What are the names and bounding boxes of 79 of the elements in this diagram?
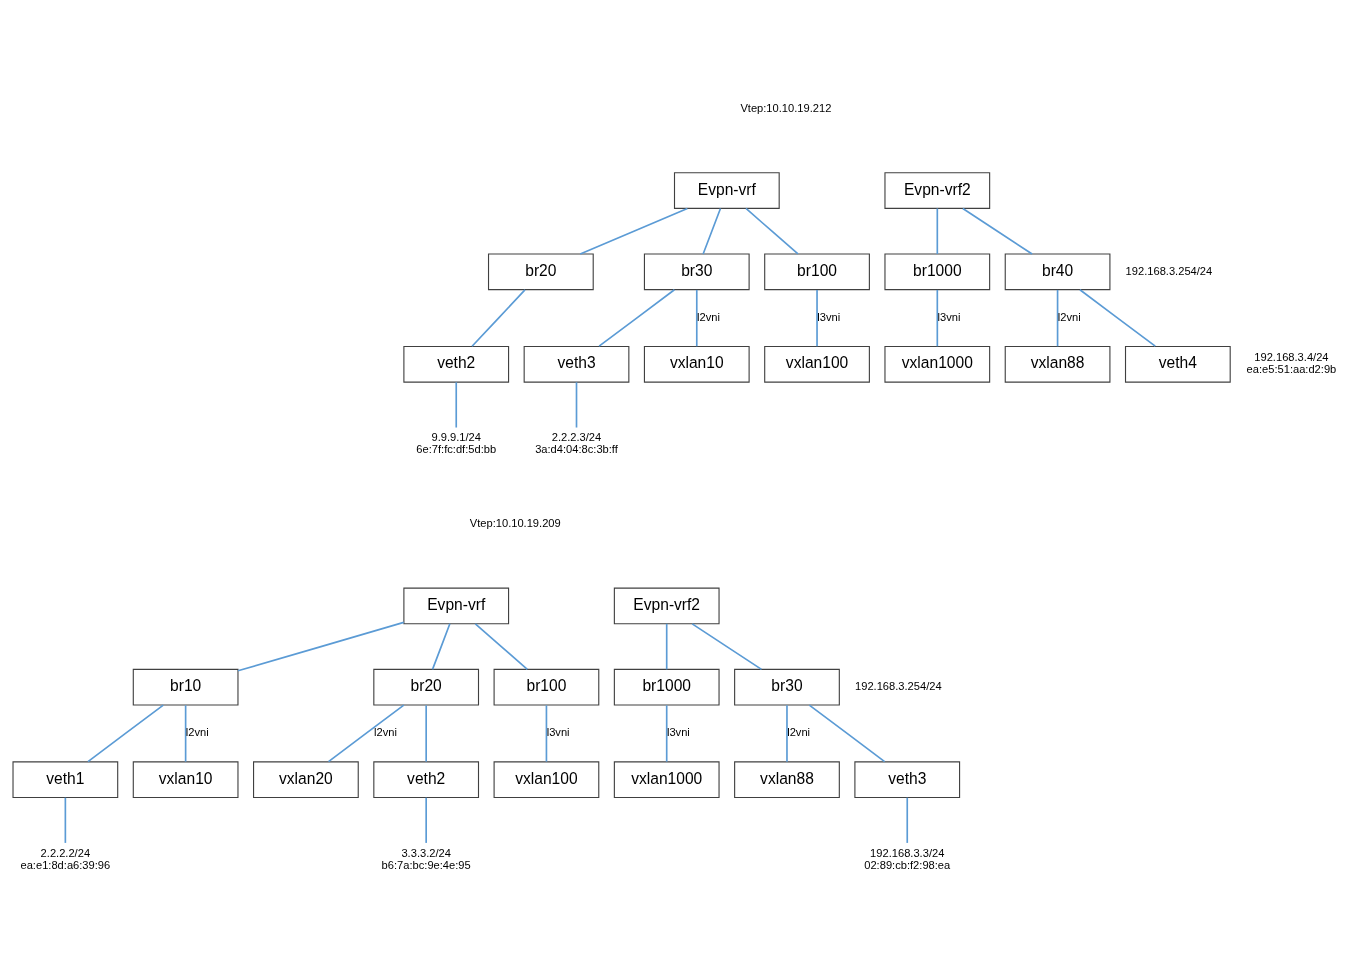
edge-label: l2vni <box>787 726 811 739</box>
connector <box>455 381 458 429</box>
edge-label: l3vni <box>937 310 961 323</box>
edge-label: l3vni <box>817 310 841 323</box>
node-box: br30 <box>734 668 840 706</box>
edge-label: l2vni <box>697 310 720 323</box>
connector <box>691 623 763 671</box>
node-box: veth2 <box>403 345 510 383</box>
node-box: br100 <box>493 668 600 706</box>
connector <box>425 704 427 763</box>
node-box: br10 <box>132 668 239 706</box>
node-box: veth3 <box>854 761 961 799</box>
connector <box>1056 289 1059 348</box>
node-text: 9.9.9.1/24 6e:7f:fc:df:5d:bb <box>416 431 497 456</box>
connector <box>665 623 668 671</box>
connector <box>936 289 939 348</box>
edge-label: l2vni <box>374 726 397 739</box>
node-box: vxlan10 <box>132 761 239 799</box>
node-box: br100 <box>764 253 870 291</box>
connector <box>598 288 676 348</box>
label: Vtep:10.10.19.209 <box>469 517 561 530</box>
node-label: 192.168.3.254/24 <box>1125 264 1213 277</box>
node-box: veth4 <box>1124 345 1231 383</box>
node-box: vxlan1000 <box>884 345 991 383</box>
node-box: br20 <box>487 253 594 291</box>
node-box: veth3 <box>523 345 630 383</box>
connector <box>425 796 427 844</box>
node-box: vxlan100 <box>764 345 870 383</box>
connector <box>786 704 788 763</box>
connector <box>237 621 405 672</box>
node-label: 192.168.3.4/24 <box>1254 350 1329 363</box>
node-box: Evpn-vrf2 <box>613 587 720 625</box>
label: Vtep:10.10.19.212 <box>740 102 832 115</box>
connector <box>579 207 689 255</box>
node-text: 2.2.2.2/24 ea:e1:8d:a6:39:96 <box>20 846 111 871</box>
edge-label: l2vni <box>185 726 209 739</box>
node-box: veth2 <box>373 761 480 799</box>
edge-label: l2vni <box>1057 310 1081 323</box>
node-box: vxlan88 <box>1004 345 1111 383</box>
node-label: 192.168.3.254/24 <box>855 680 942 693</box>
connector <box>702 207 722 255</box>
edge-label: l3vni <box>546 726 570 739</box>
node-box: vxlan100 <box>493 761 600 799</box>
node-box: br1000 <box>884 253 991 291</box>
node-text: 192.168.3.3/24 02:89:cb:f2:98:ea <box>864 846 951 871</box>
node-text: 3.3.3.2/24 b6:7a:bc:9e:4e:95 <box>381 846 471 871</box>
node-box: vxlan10 <box>643 345 750 383</box>
node-box: vxlan1000 <box>613 761 720 799</box>
node-box: veth1 <box>12 761 119 799</box>
node-label: ea:e5:51:aa:d2:9b <box>1246 363 1337 376</box>
connector <box>906 796 909 844</box>
connector <box>816 289 818 348</box>
node-box: Evpn-vrf <box>403 587 510 625</box>
node-box: br40 <box>1004 253 1111 291</box>
node-box: br30 <box>643 253 750 291</box>
connector <box>545 704 548 763</box>
connector <box>327 704 405 763</box>
connector <box>665 704 668 763</box>
connector <box>745 207 799 255</box>
node-box: br20 <box>373 668 480 706</box>
connector <box>474 623 529 671</box>
edge-label: l3vni <box>666 726 690 739</box>
connector <box>87 704 165 763</box>
connector <box>184 704 187 763</box>
node-box: vxlan88 <box>734 761 840 799</box>
connector <box>575 381 578 429</box>
connector <box>936 207 939 255</box>
node-text: 2.2.2.3/24 3a:d4:04:8c:3b:ff <box>535 431 618 456</box>
node-box: Evpn-vrf <box>673 172 780 209</box>
connector <box>961 207 1033 255</box>
node-box: Evpn-vrf2 <box>884 172 991 209</box>
connector <box>695 289 698 348</box>
node-box: vxlan20 <box>253 761 359 799</box>
connector <box>64 796 67 844</box>
connector <box>1079 288 1157 348</box>
connector <box>808 704 886 763</box>
node-box: br1000 <box>613 668 720 706</box>
connector <box>471 289 526 348</box>
connector <box>431 623 451 671</box>
